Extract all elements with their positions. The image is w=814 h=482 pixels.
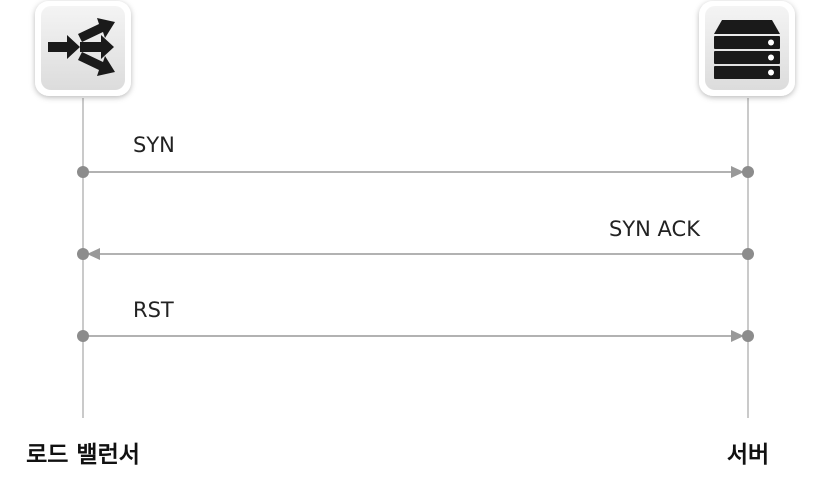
server-label: 서버 (727, 442, 769, 468)
message-label-rst: RST (133, 298, 174, 322)
message-label-syn: SYN (133, 133, 175, 157)
message-rst: RST (77, 298, 754, 342)
server-icon (699, 1, 795, 96)
load-balancer-label: 로드 밸런서 (26, 442, 140, 468)
message-end-dot (77, 248, 89, 260)
message-end-dot (742, 330, 754, 342)
load-balancer-icon (35, 1, 131, 96)
message-start-dot (742, 248, 754, 260)
message-end-dot (742, 166, 754, 178)
message-start-dot (77, 166, 89, 178)
message-syn-ack: SYN ACK (77, 217, 754, 260)
message-syn: SYN (77, 133, 754, 178)
message-start-dot (77, 330, 89, 342)
message-label-syn-ack: SYN ACK (609, 217, 701, 241)
